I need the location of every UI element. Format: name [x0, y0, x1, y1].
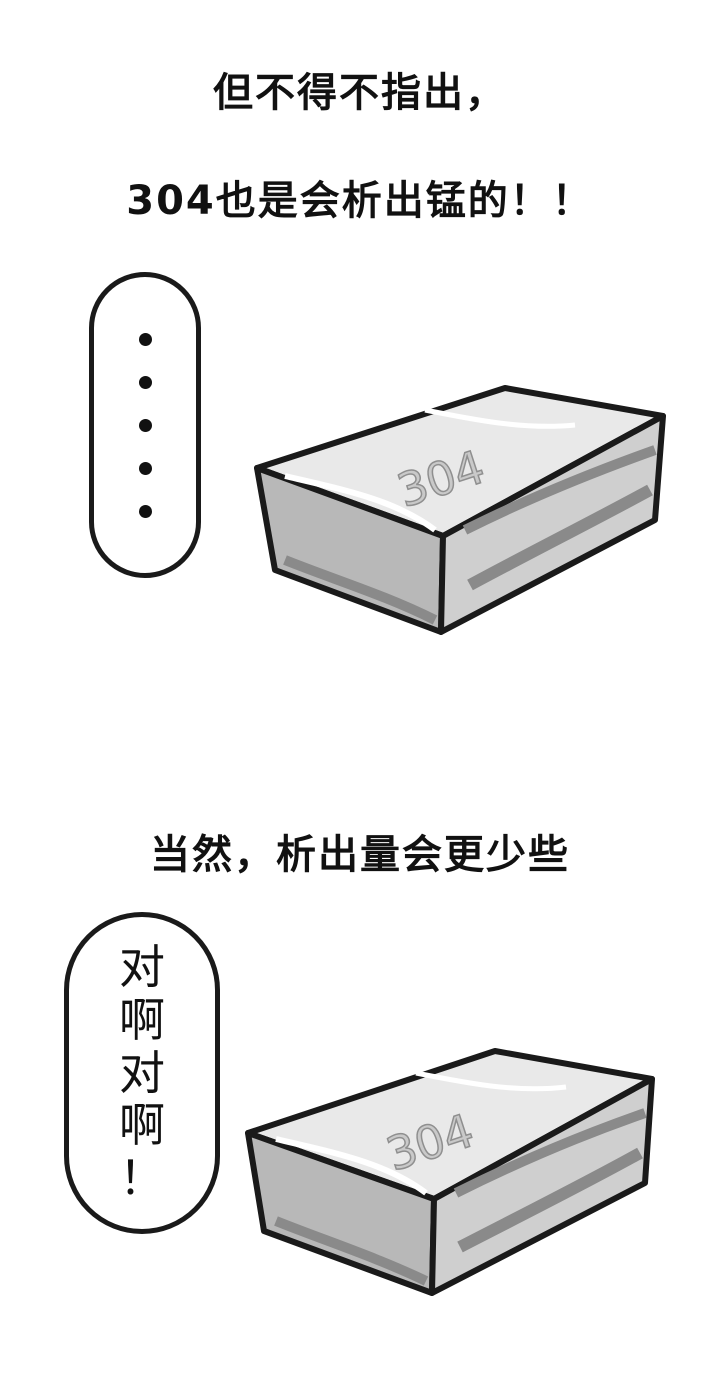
caption-line-2: 304也是会析出锰的！！	[126, 178, 594, 224]
ingot-shine	[283, 555, 438, 625]
speech-bubble-text: 对 啊 对 啊 ！	[69, 917, 215, 1229]
speech-char: 啊	[119, 992, 165, 1047]
ingot-shine	[462, 445, 657, 535]
ellipsis-dots	[94, 277, 196, 573]
speech-bubble-vertical: 对 啊 对 啊 ！	[64, 912, 220, 1234]
speech-char: 对	[119, 1045, 165, 1100]
caption-line-1: 但不得不指出，	[213, 70, 507, 116]
speech-char: ！	[119, 1151, 165, 1206]
ingot-shine	[284, 473, 437, 533]
ingot-shine	[467, 484, 653, 591]
ingot-shine	[424, 407, 576, 429]
speech-char: 啊	[119, 1098, 165, 1153]
steel-ingot-illustration: 304	[254, 385, 666, 635]
ellipsis-dot	[138, 504, 152, 518]
ingot-label: 304	[380, 1103, 480, 1181]
ellipsis-speech-bubble	[89, 272, 201, 578]
ingot-shine	[457, 1147, 643, 1253]
ellipsis-dot	[138, 461, 152, 475]
ellipsis-dot	[138, 375, 152, 389]
ingot-shine	[453, 1108, 647, 1198]
ingot-shine	[415, 1070, 567, 1092]
speech-char: 对	[119, 939, 165, 994]
ingot-shine	[275, 1136, 428, 1196]
steel-ingot-illustration: 304	[245, 1048, 655, 1296]
ingot-shine	[274, 1216, 429, 1286]
caption-panel-2: 当然，析出量会更少些	[150, 832, 570, 878]
ellipsis-dot	[138, 418, 152, 432]
ellipsis-dot	[138, 332, 152, 346]
